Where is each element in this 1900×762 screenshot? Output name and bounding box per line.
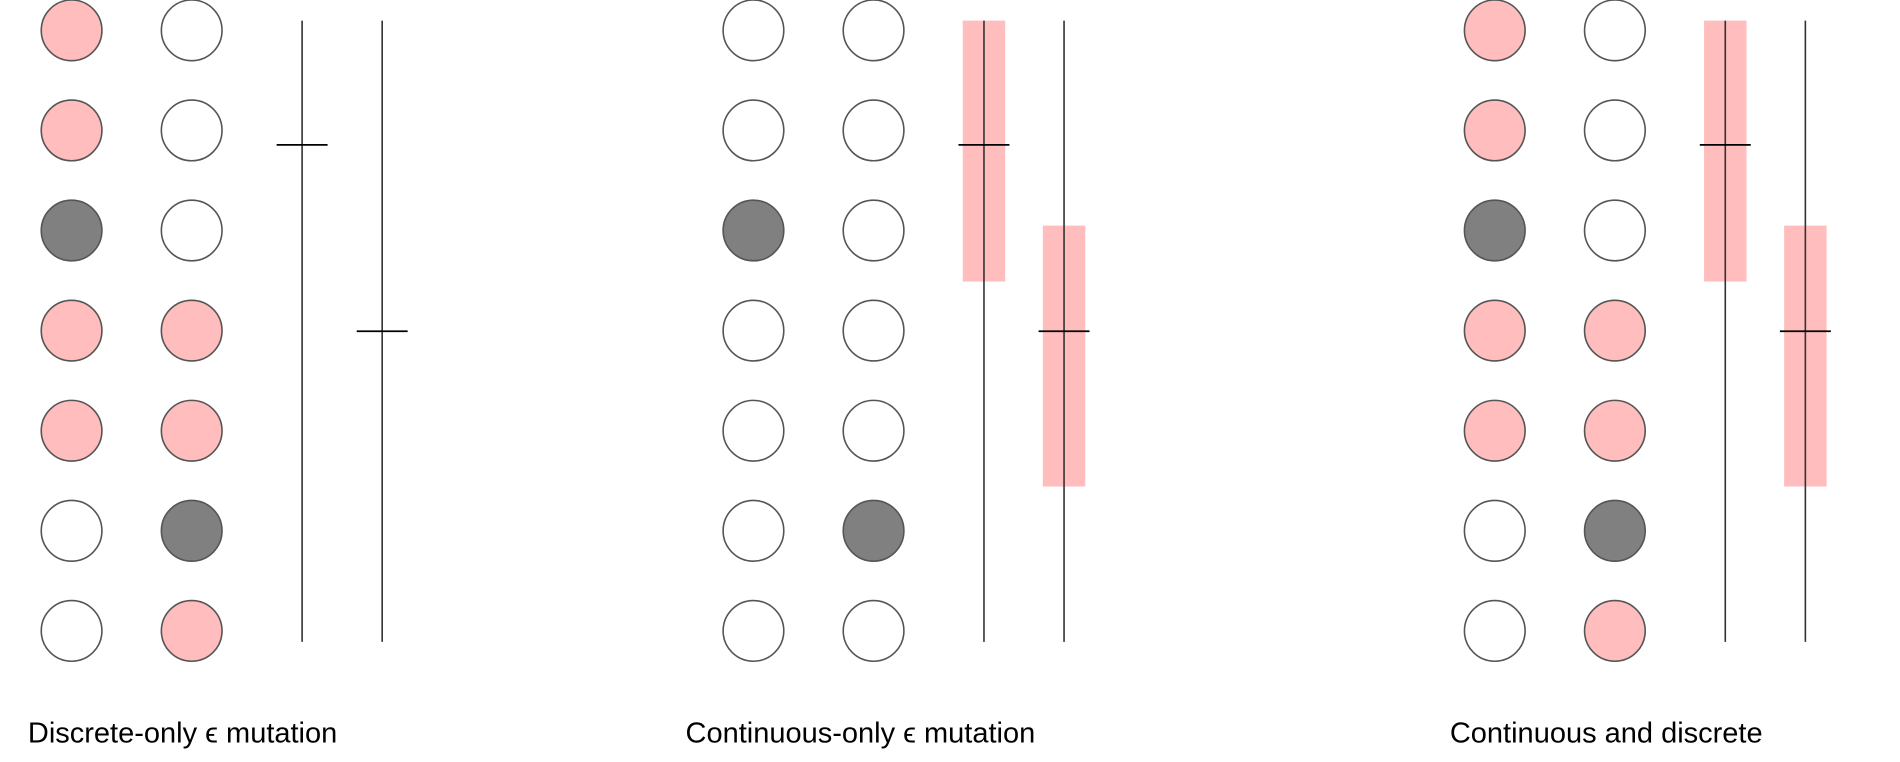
gene-node-empty [1583, 199, 1647, 262]
panel-3: Continuous and discrete [1450, 0, 1831, 750]
panel-caption: Discrete-only ϵ mutation [28, 718, 337, 750]
gene-node-highlight [160, 299, 223, 362]
gene-node-highlight [1583, 599, 1647, 663]
panel-caption: Continuous and discrete [1450, 718, 1763, 750]
gene-node-chosen [722, 199, 785, 262]
gene-node-highlight [1463, 299, 1526, 362]
gene-node-empty [160, 199, 223, 262]
gene-node-highlight [40, 0, 103, 62]
gene-node-highlight [1583, 299, 1647, 362]
gene-node-highlight [40, 299, 103, 362]
gene-node-highlight [160, 599, 223, 663]
gene-node-empty [1583, 0, 1647, 62]
panel-2: Continuous-only ϵ mutation [686, 0, 1090, 750]
gene-node-empty [722, 599, 785, 663]
gene-node-empty [1583, 99, 1647, 162]
panel-1: Discrete-only ϵ mutation [28, 0, 408, 750]
gene-node-empty [1463, 499, 1526, 562]
gene-node-highlight [1463, 99, 1526, 162]
gene-node-empty [842, 99, 905, 162]
gene-node-empty [722, 299, 785, 362]
gene-node-empty [722, 499, 785, 562]
gene-node-empty [40, 499, 103, 562]
gene-node-highlight [1463, 399, 1526, 462]
gene-node-empty [842, 299, 905, 362]
gene-node-chosen [1583, 499, 1647, 562]
gene-node-chosen [842, 499, 905, 562]
gene-node-empty [722, 399, 785, 462]
gene-node-chosen [1463, 199, 1526, 262]
gene-node-empty [1463, 599, 1526, 663]
gene-node-empty [160, 0, 223, 62]
gene-node-highlight [1463, 0, 1526, 62]
gene-node-highlight [40, 99, 103, 162]
gene-node-empty [842, 199, 905, 262]
gene-node-highlight [40, 399, 103, 462]
gene-node-empty [722, 99, 785, 162]
gene-node-empty [722, 0, 785, 62]
gene-node-empty [842, 599, 905, 663]
gene-node-chosen [160, 499, 223, 562]
gene-node-empty [40, 599, 103, 663]
gene-node-empty [842, 0, 905, 62]
gene-node-chosen [40, 199, 103, 262]
gene-node-highlight [1583, 399, 1647, 462]
gene-node-empty [842, 399, 905, 462]
gene-node-empty [160, 99, 223, 162]
gene-node-highlight [160, 399, 223, 462]
panel-caption: Continuous-only ϵ mutation [686, 718, 1036, 750]
